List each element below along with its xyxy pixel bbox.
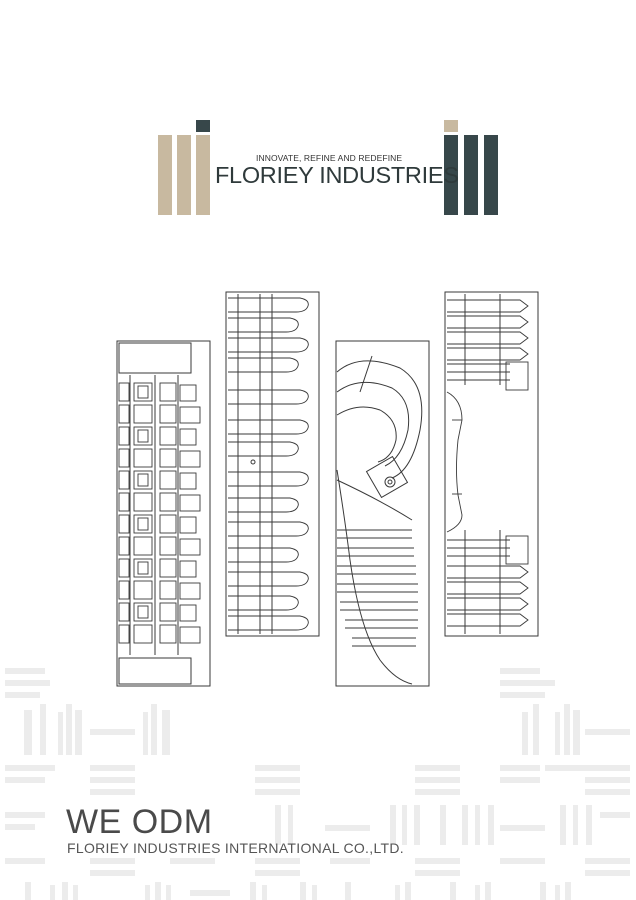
logo-bar <box>464 135 478 215</box>
clamp-grip-icon <box>444 291 539 637</box>
company-name: FLORIEY INDUSTRIES INTERNATIONAL CO.,LTD… <box>67 840 404 856</box>
logo-bar <box>196 135 210 215</box>
handle-grip-fin-icon <box>225 291 320 637</box>
logo-bar <box>444 135 458 215</box>
handle-grip-front-icon <box>116 340 211 687</box>
logo-dot <box>196 120 210 132</box>
brand-tagline: INNOVATE, REFINE AND REDEFINE <box>256 153 403 163</box>
logo-dot <box>444 120 458 132</box>
logo-bar <box>158 135 172 215</box>
curved-handle-icon <box>335 340 430 687</box>
logo-bar <box>177 135 191 215</box>
brand-name: FLORIEY INDUSTRIES <box>215 162 459 188</box>
slogan-heading: WE ODM <box>66 803 213 841</box>
logo-bar <box>484 135 498 215</box>
